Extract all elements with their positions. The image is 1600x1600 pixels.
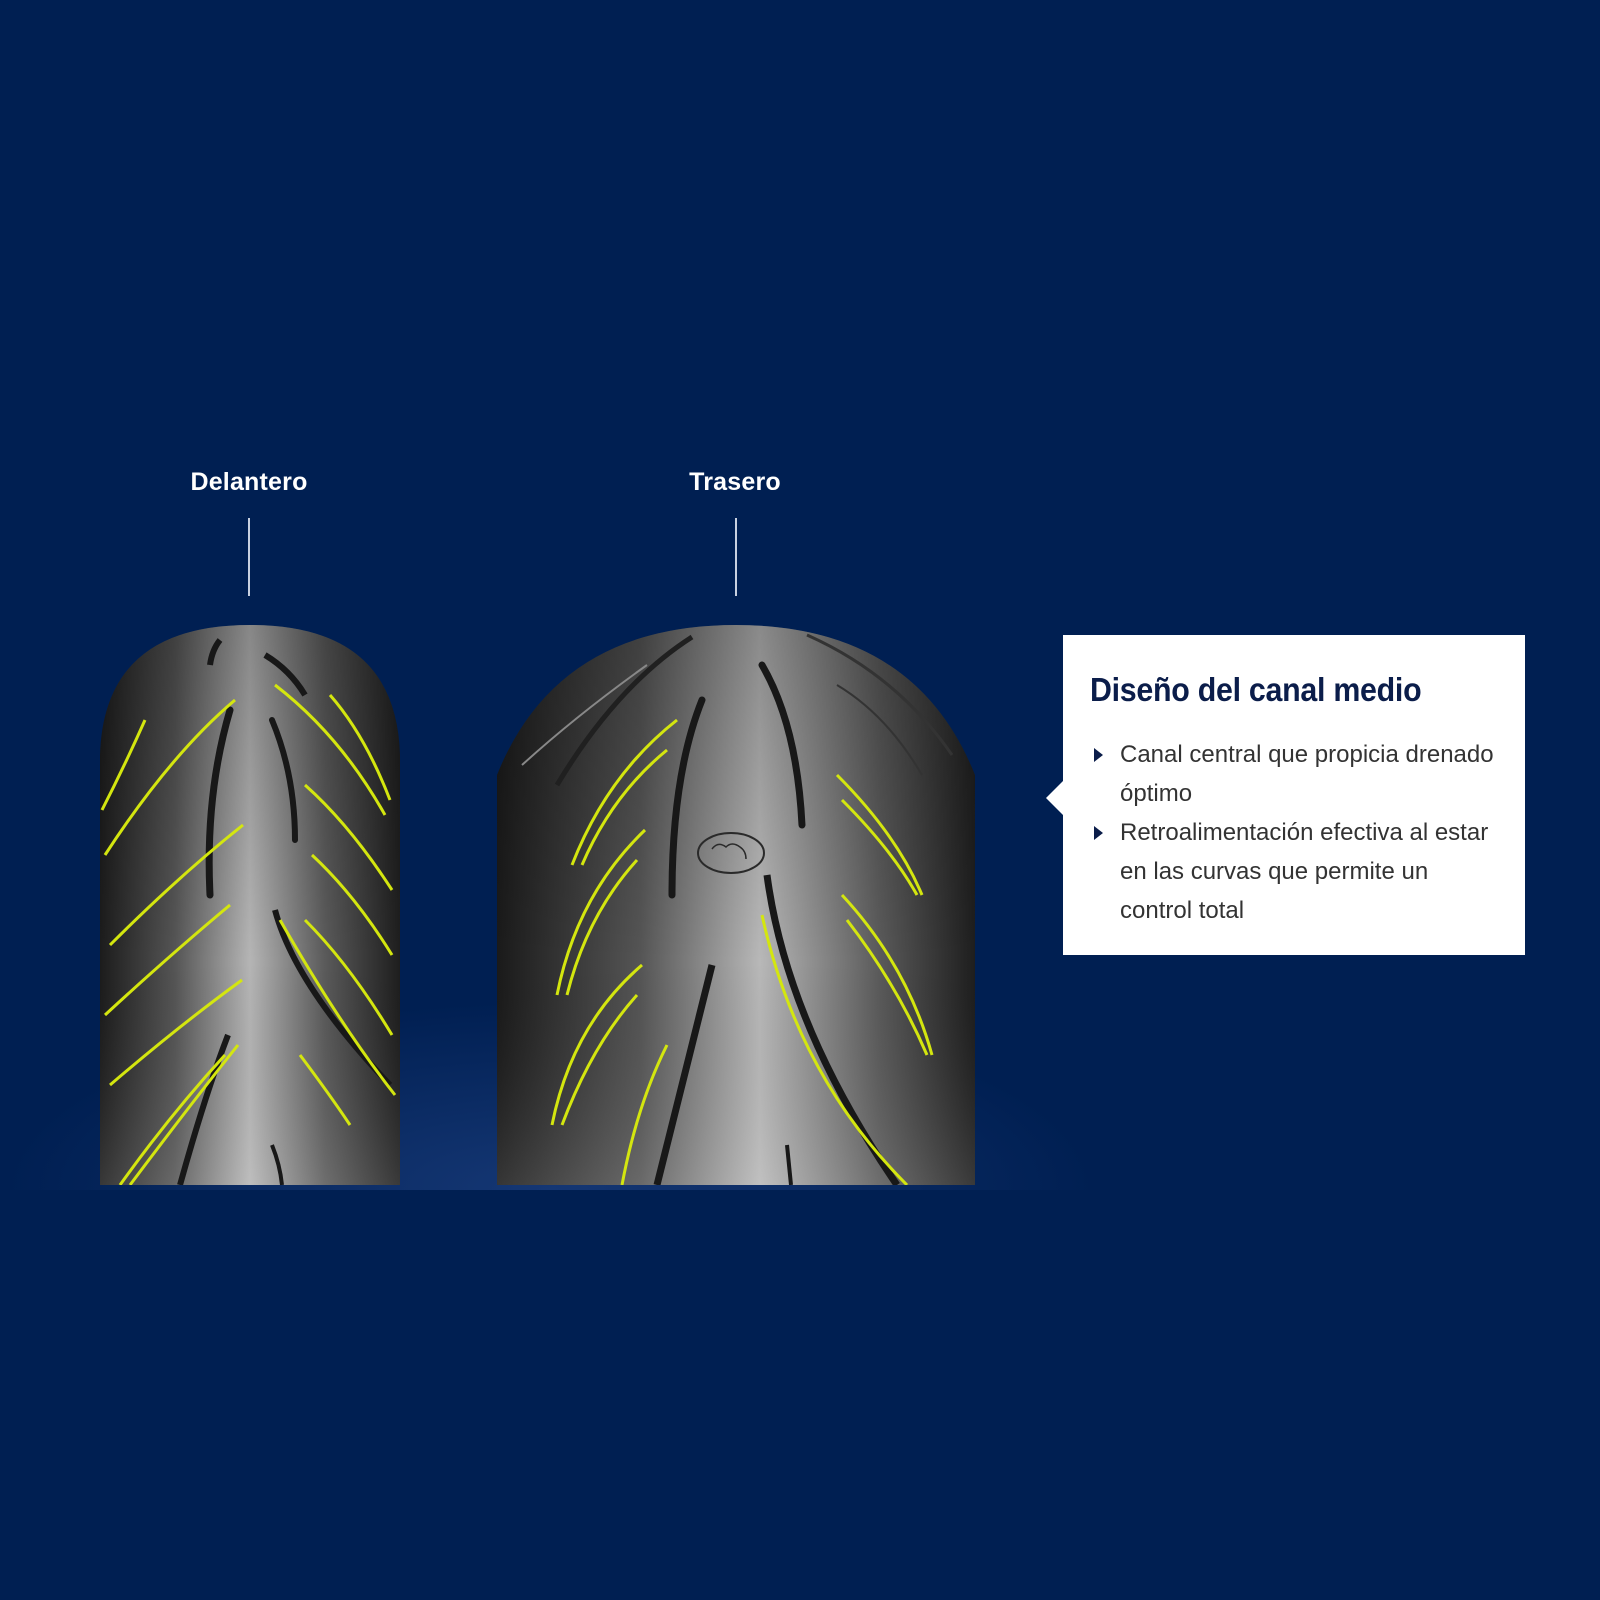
front-tire-leader-line — [248, 518, 250, 596]
triangle-right-icon — [1094, 748, 1103, 762]
front-tire-image — [100, 625, 400, 1185]
feature-text: Canal central que propicia drenado óptim… — [1120, 741, 1494, 807]
info-card: Diseño del canal medio Canal central que… — [1046, 635, 1525, 955]
feature-list-item: Canal central que propicia drenado óptim… — [1090, 735, 1501, 813]
card-pointer-notch — [1046, 781, 1063, 815]
rear-tire-label: Trasero — [689, 468, 781, 496]
front-tire-label: Delantero — [190, 468, 308, 496]
feature-text: Retroalimentación efectiva al estar en l… — [1120, 819, 1489, 924]
elephant-logo-icon — [697, 832, 765, 874]
rear-tire-image — [497, 625, 975, 1185]
card-title: Diseño del canal medio — [1090, 671, 1422, 708]
feature-list: Canal central que propicia drenado óptim… — [1090, 735, 1501, 930]
feature-list-item: Retroalimentación efectiva al estar en l… — [1090, 813, 1501, 930]
rear-tire-leader-line — [735, 518, 737, 596]
triangle-right-icon — [1094, 826, 1103, 840]
